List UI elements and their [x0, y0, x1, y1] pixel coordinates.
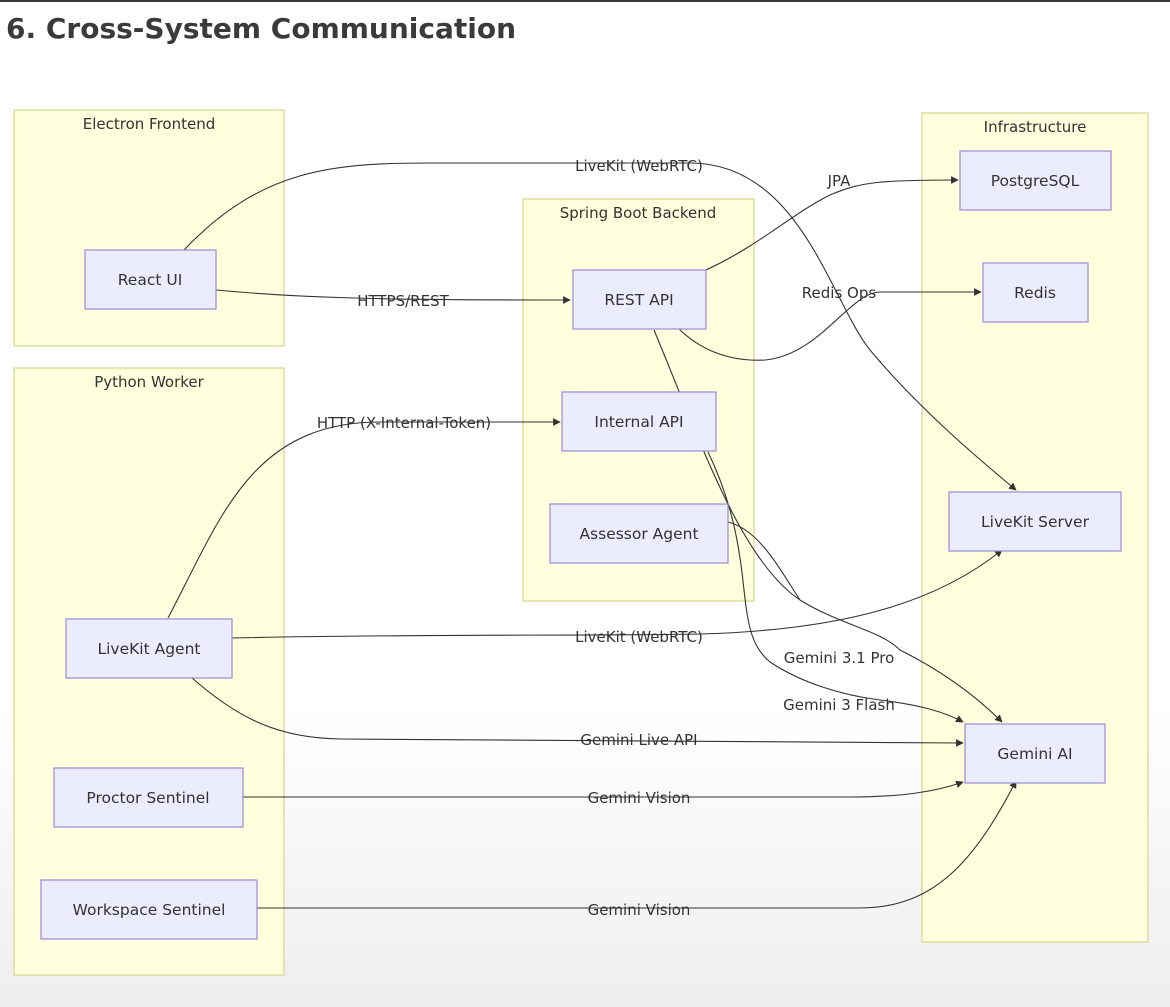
- edge-rest-redis: [677, 288, 982, 361]
- edge-label: LiveKit (WebRTC): [575, 628, 703, 646]
- page-title: 6. Cross-System Communication: [6, 12, 517, 45]
- node-rest-api[interactable]: REST API: [572, 269, 707, 330]
- node-livekit-server[interactable]: LiveKit Server: [948, 491, 1122, 552]
- node-label: React UI: [118, 271, 183, 289]
- edge-label: HTTPS/REST: [357, 292, 449, 310]
- cluster-label: Spring Boot Backend: [560, 204, 717, 222]
- edge-label: HTTP (X-Internal-Token): [317, 414, 491, 432]
- edge-proctor-gemini-vision: [243, 780, 964, 798]
- node-label: Proctor Sentinel: [86, 789, 209, 807]
- node-label: Internal API: [594, 413, 683, 431]
- node-livekit-agent[interactable]: LiveKit Agent: [65, 618, 233, 679]
- edge-label: Gemini Live API: [580, 731, 697, 749]
- node-label: Redis: [1014, 284, 1056, 302]
- node-assessor-agent[interactable]: Assessor Agent: [549, 503, 729, 564]
- edge-internal-gemini-flash: [707, 451, 964, 723]
- edge-rest-gemini-pro: [653, 329, 1003, 723]
- cluster-label: Electron Frontend: [83, 115, 216, 133]
- edge-rest-postgresql: [705, 176, 959, 271]
- node-postgresql[interactable]: PostgreSQL: [959, 150, 1112, 211]
- edges: [167, 162, 1017, 909]
- edge-assessor-gemini: [727, 521, 801, 601]
- node-label: PostgreSQL: [991, 172, 1080, 190]
- node-proctor-sentinel[interactable]: Proctor Sentinel: [53, 767, 244, 828]
- cluster-electron-frontend: Electron Frontend: [13, 109, 285, 347]
- node-label: LiveKit Agent: [97, 640, 200, 658]
- edge-react-rest-api: [215, 289, 571, 304]
- node-internal-api[interactable]: Internal API: [561, 391, 717, 452]
- edge-label: Redis Ops: [802, 284, 877, 302]
- node-gemini-ai[interactable]: Gemini AI: [964, 723, 1106, 784]
- node-label: LiveKit Server: [981, 513, 1090, 531]
- edge-label: Gemini 3.1 Pro: [784, 649, 895, 667]
- node-react-ui[interactable]: React UI: [84, 249, 217, 310]
- node-redis[interactable]: Redis: [982, 262, 1089, 323]
- top-rule: [0, 0, 1170, 2]
- edge-workspace-gemini-vision: [257, 780, 1017, 909]
- edge-agent-gemini-live: [191, 677, 964, 747]
- edge-label: Gemini 3 Flash: [783, 696, 895, 714]
- edge-label: Gemini Vision: [588, 789, 691, 807]
- cluster-label: Infrastructure: [984, 118, 1087, 136]
- cluster-label: Python Worker: [94, 373, 204, 391]
- edge-agent-livekit-server: [231, 549, 1003, 639]
- node-label: Gemini AI: [997, 745, 1072, 763]
- node-label: Assessor Agent: [579, 525, 698, 543]
- node-label: REST API: [604, 291, 673, 309]
- edge-label: Gemini Vision: [588, 901, 691, 919]
- edge-label: JPA: [827, 172, 852, 190]
- node-label: Workspace Sentinel: [73, 901, 226, 919]
- node-workspace-sentinel[interactable]: Workspace Sentinel: [40, 879, 258, 940]
- edge-agent-internal-api: [167, 418, 561, 619]
- edge-labels: LiveKit (WebRTC) HTTPS/REST JPA Redis Op…: [317, 157, 895, 919]
- edge-label: LiveKit (WebRTC): [575, 157, 703, 175]
